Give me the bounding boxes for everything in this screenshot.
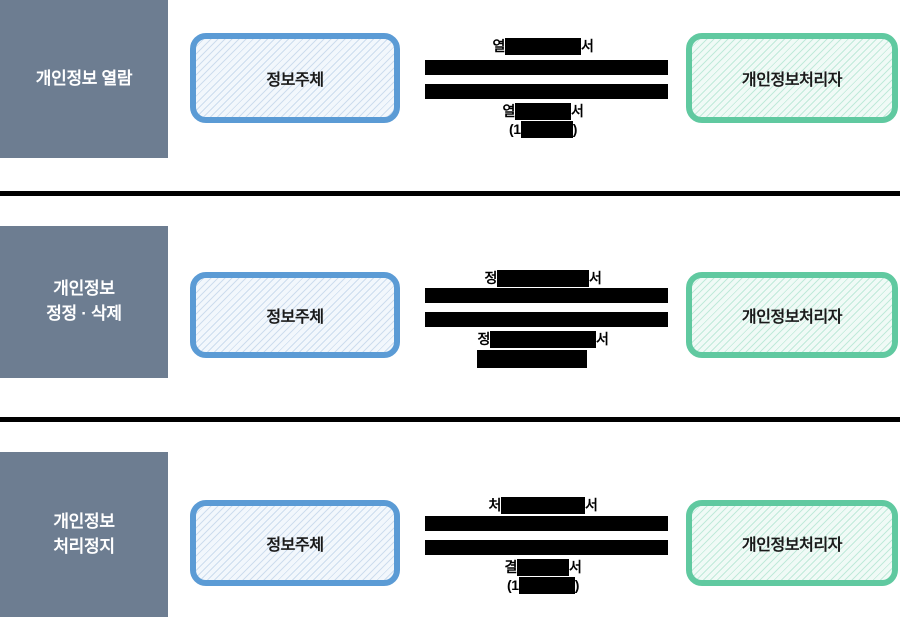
- arrow-bar-return-3: [425, 540, 668, 555]
- arrow-bar-return-2: [425, 312, 668, 327]
- flow-label-top-suffix-2: 서: [589, 270, 602, 286]
- flow-label-bottom-suffix-2: 서: [596, 331, 609, 347]
- redaction-bar-sub-1: [520, 120, 573, 138]
- row-label-line: 처리정지: [53, 536, 115, 556]
- entity-box-data-subject-1: 정보주체: [190, 33, 400, 123]
- row-label-line: 정정 · 삭제: [46, 304, 122, 323]
- flow-label-bottom-suffix-3: 서: [569, 559, 582, 575]
- row-label-line: 개인정보 열람: [35, 68, 133, 88]
- row-label-block-1: 개인정보 열람: [0, 0, 168, 158]
- flow-label-bottom-prefix-2: 정: [477, 331, 491, 347]
- flow-sublabel-suffix-1: ): [572, 120, 578, 137]
- arrow-bar-forward-1: [425, 60, 668, 75]
- flow-sublabel-3: (1): [400, 576, 686, 595]
- flow-label-bottom-3: 결 서 (1): [400, 558, 686, 595]
- flow-label-top-prefix-3: 처: [488, 497, 502, 513]
- entity-label: 개인정보처리자: [741, 72, 843, 89]
- redaction-bar-top-1: [505, 37, 581, 55]
- entity-box-data-subject-2: 정보주체: [190, 272, 400, 358]
- section-divider-2: [0, 417, 900, 422]
- row-label-text-2: 개인정보 정정 · 삭제: [46, 277, 122, 326]
- entity-label: 개인정보처리자: [741, 537, 843, 554]
- entity-box-controller-1: 개인정보처리자: [686, 33, 898, 123]
- arrow-bar-return-1: [425, 84, 668, 99]
- flow-sublabel-1: (1): [400, 120, 686, 139]
- redaction-bar-top-2: [497, 269, 589, 287]
- entity-label: 개인정보처리자: [741, 309, 843, 326]
- flow-label-top-prefix-1: 열: [492, 38, 506, 54]
- arrow-bar-forward-3: [425, 516, 668, 531]
- redaction-bar-bottom-3: [517, 558, 569, 576]
- redaction-block-extra-2: [477, 350, 587, 368]
- row-label-line: 개인정보: [53, 279, 115, 299]
- flow-sublabel-prefix-3: (1: [507, 576, 519, 593]
- section-divider-1: [0, 191, 900, 196]
- flow-label-bottom-prefix-3: 결: [504, 559, 518, 575]
- entity-box-data-subject-3: 정보주체: [190, 500, 400, 586]
- entity-box-controller-3: 개인정보처리자: [686, 500, 898, 586]
- redaction-bar-top-3: [501, 496, 585, 514]
- entity-label: 정보주체: [266, 537, 324, 554]
- flow-label-top-suffix-3: 서: [585, 497, 598, 513]
- flow-label-bottom-1: 열 서 (1): [400, 102, 686, 139]
- row-label-line: 개인정보: [53, 511, 115, 531]
- entity-box-controller-2: 개인정보처리자: [686, 272, 898, 358]
- row-label-block-3: 개인정보 처리정지: [0, 452, 168, 617]
- flow-sublabel-suffix-3: ): [574, 576, 580, 593]
- row-label-text-3: 개인정보 처리정지: [53, 510, 115, 559]
- flow-label-top-suffix-1: 서: [581, 38, 594, 54]
- arrow-bar-forward-2: [425, 288, 668, 303]
- entity-label: 정보주체: [266, 72, 324, 89]
- flow-label-bottom-suffix-1: 서: [571, 103, 584, 119]
- flow-sublabel-prefix-1: (1: [509, 120, 521, 137]
- redaction-bar-bottom-1: [515, 102, 571, 120]
- redaction-bar-sub-3: [518, 576, 575, 594]
- row-label-block-2: 개인정보 정정 · 삭제: [0, 226, 168, 378]
- entity-label: 정보주체: [266, 309, 324, 326]
- row-label-text-1: 개인정보 열람: [35, 67, 133, 92]
- redaction-bar-bottom-2: [490, 330, 596, 348]
- flow-label-top-prefix-2: 정: [484, 270, 498, 286]
- flow-label-bottom-prefix-1: 열: [502, 103, 516, 119]
